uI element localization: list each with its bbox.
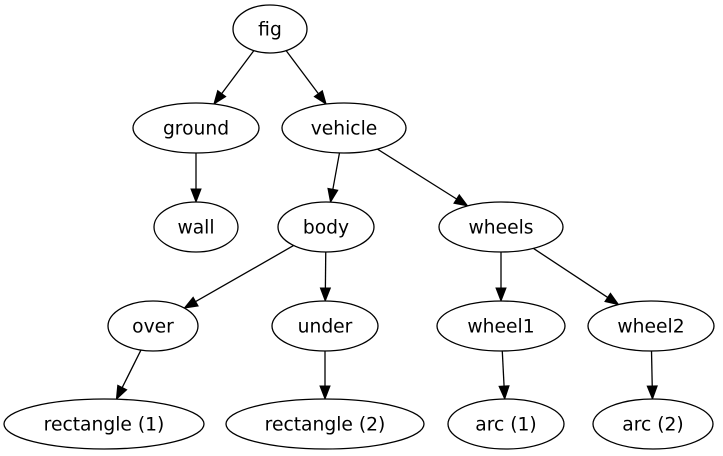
edge-body-to-under (319, 251, 332, 303)
arrowhead-icon (319, 287, 332, 303)
edge-line (285, 50, 319, 95)
node-label: rectangle (1) (44, 415, 165, 436)
arrowhead-icon (646, 385, 658, 401)
node-label: ground (163, 119, 229, 140)
edge-vehicle-to-body (327, 152, 341, 204)
edge-fig-to-ground (213, 50, 255, 106)
arrowhead-icon (453, 193, 469, 207)
node-body: body (277, 201, 375, 253)
node-ellipse (281, 102, 407, 154)
node-rect1: rectangle (1) (3, 398, 205, 450)
node-label: wall (177, 218, 214, 239)
edge-line (377, 148, 457, 200)
node-label: wheel1 (467, 317, 534, 338)
node-wheel1: wheel1 (436, 300, 566, 352)
arrowhead-icon (313, 89, 327, 106)
node-arc1: arc (1) (447, 398, 565, 450)
edge-ground-to-wall (190, 153, 202, 204)
edge-over-to-rect1 (115, 349, 142, 401)
arrowhead-icon (115, 384, 128, 401)
arrowhead-icon (604, 292, 620, 306)
edge-line (501, 350, 505, 387)
node-ellipse (3, 398, 205, 450)
edge-line (650, 350, 653, 387)
node-ellipse (132, 102, 260, 154)
node-ellipse (153, 201, 239, 253)
nodes-layer: fig ground vehicle wall body wheels over under w… (3, 4, 715, 450)
node-ellipse (107, 300, 199, 352)
node-fig: fig (232, 4, 308, 54)
node-label: body (303, 218, 349, 239)
node-ellipse (271, 300, 379, 352)
node-label: under (298, 317, 353, 338)
node-ellipse (438, 201, 564, 253)
node-label: over (132, 317, 174, 338)
node-arc2: arc (2) (592, 398, 714, 450)
edge-line (121, 349, 142, 388)
edge-wheel2-to-arc2 (646, 350, 658, 401)
edge-vehicle-to-wheels (377, 148, 469, 207)
node-label: arc (1) (475, 415, 536, 436)
node-ellipse (277, 201, 375, 253)
edge-wheels-to-wheel1 (495, 252, 507, 303)
node-vehicle: vehicle (281, 102, 407, 154)
arrowhead-icon (319, 385, 331, 401)
node-label: rectangle (2) (265, 415, 386, 436)
node-ellipse (436, 300, 566, 352)
node-ellipse (447, 398, 565, 450)
edge-line (221, 50, 255, 95)
edge-wheels-to-wheel2 (532, 247, 620, 306)
node-ellipse (587, 300, 715, 352)
node-label: wheels (468, 218, 533, 239)
edge-line (332, 152, 341, 190)
arrowhead-icon (183, 296, 199, 309)
node-over: over (107, 300, 199, 352)
node-label: wheel2 (617, 317, 684, 338)
node-label: vehicle (311, 119, 378, 140)
edge-line (195, 244, 295, 303)
node-label: fig (258, 20, 282, 41)
edge-under-to-rect2 (319, 351, 331, 401)
node-wall: wall (153, 201, 239, 253)
arrowhead-icon (190, 188, 202, 204)
arrowhead-icon (495, 287, 507, 303)
node-rect2: rectangle (2) (225, 398, 425, 450)
node-label: arc (2) (622, 415, 683, 436)
node-ellipse (592, 398, 714, 450)
arrowhead-icon (327, 187, 339, 204)
arrowhead-icon (498, 385, 510, 401)
node-ground: ground (132, 102, 260, 154)
edges-layer (115, 50, 658, 401)
edge-line (532, 247, 609, 298)
node-ellipse (232, 4, 308, 54)
edge-fig-to-vehicle (285, 50, 327, 106)
node-under: under (271, 300, 379, 352)
edge-body-to-over (183, 244, 295, 309)
arrowhead-icon (213, 89, 227, 106)
node-wheels: wheels (438, 201, 564, 253)
node-ellipse (225, 398, 425, 450)
edge-wheel1-to-arc1 (498, 350, 510, 401)
node-wheel2: wheel2 (587, 300, 715, 352)
